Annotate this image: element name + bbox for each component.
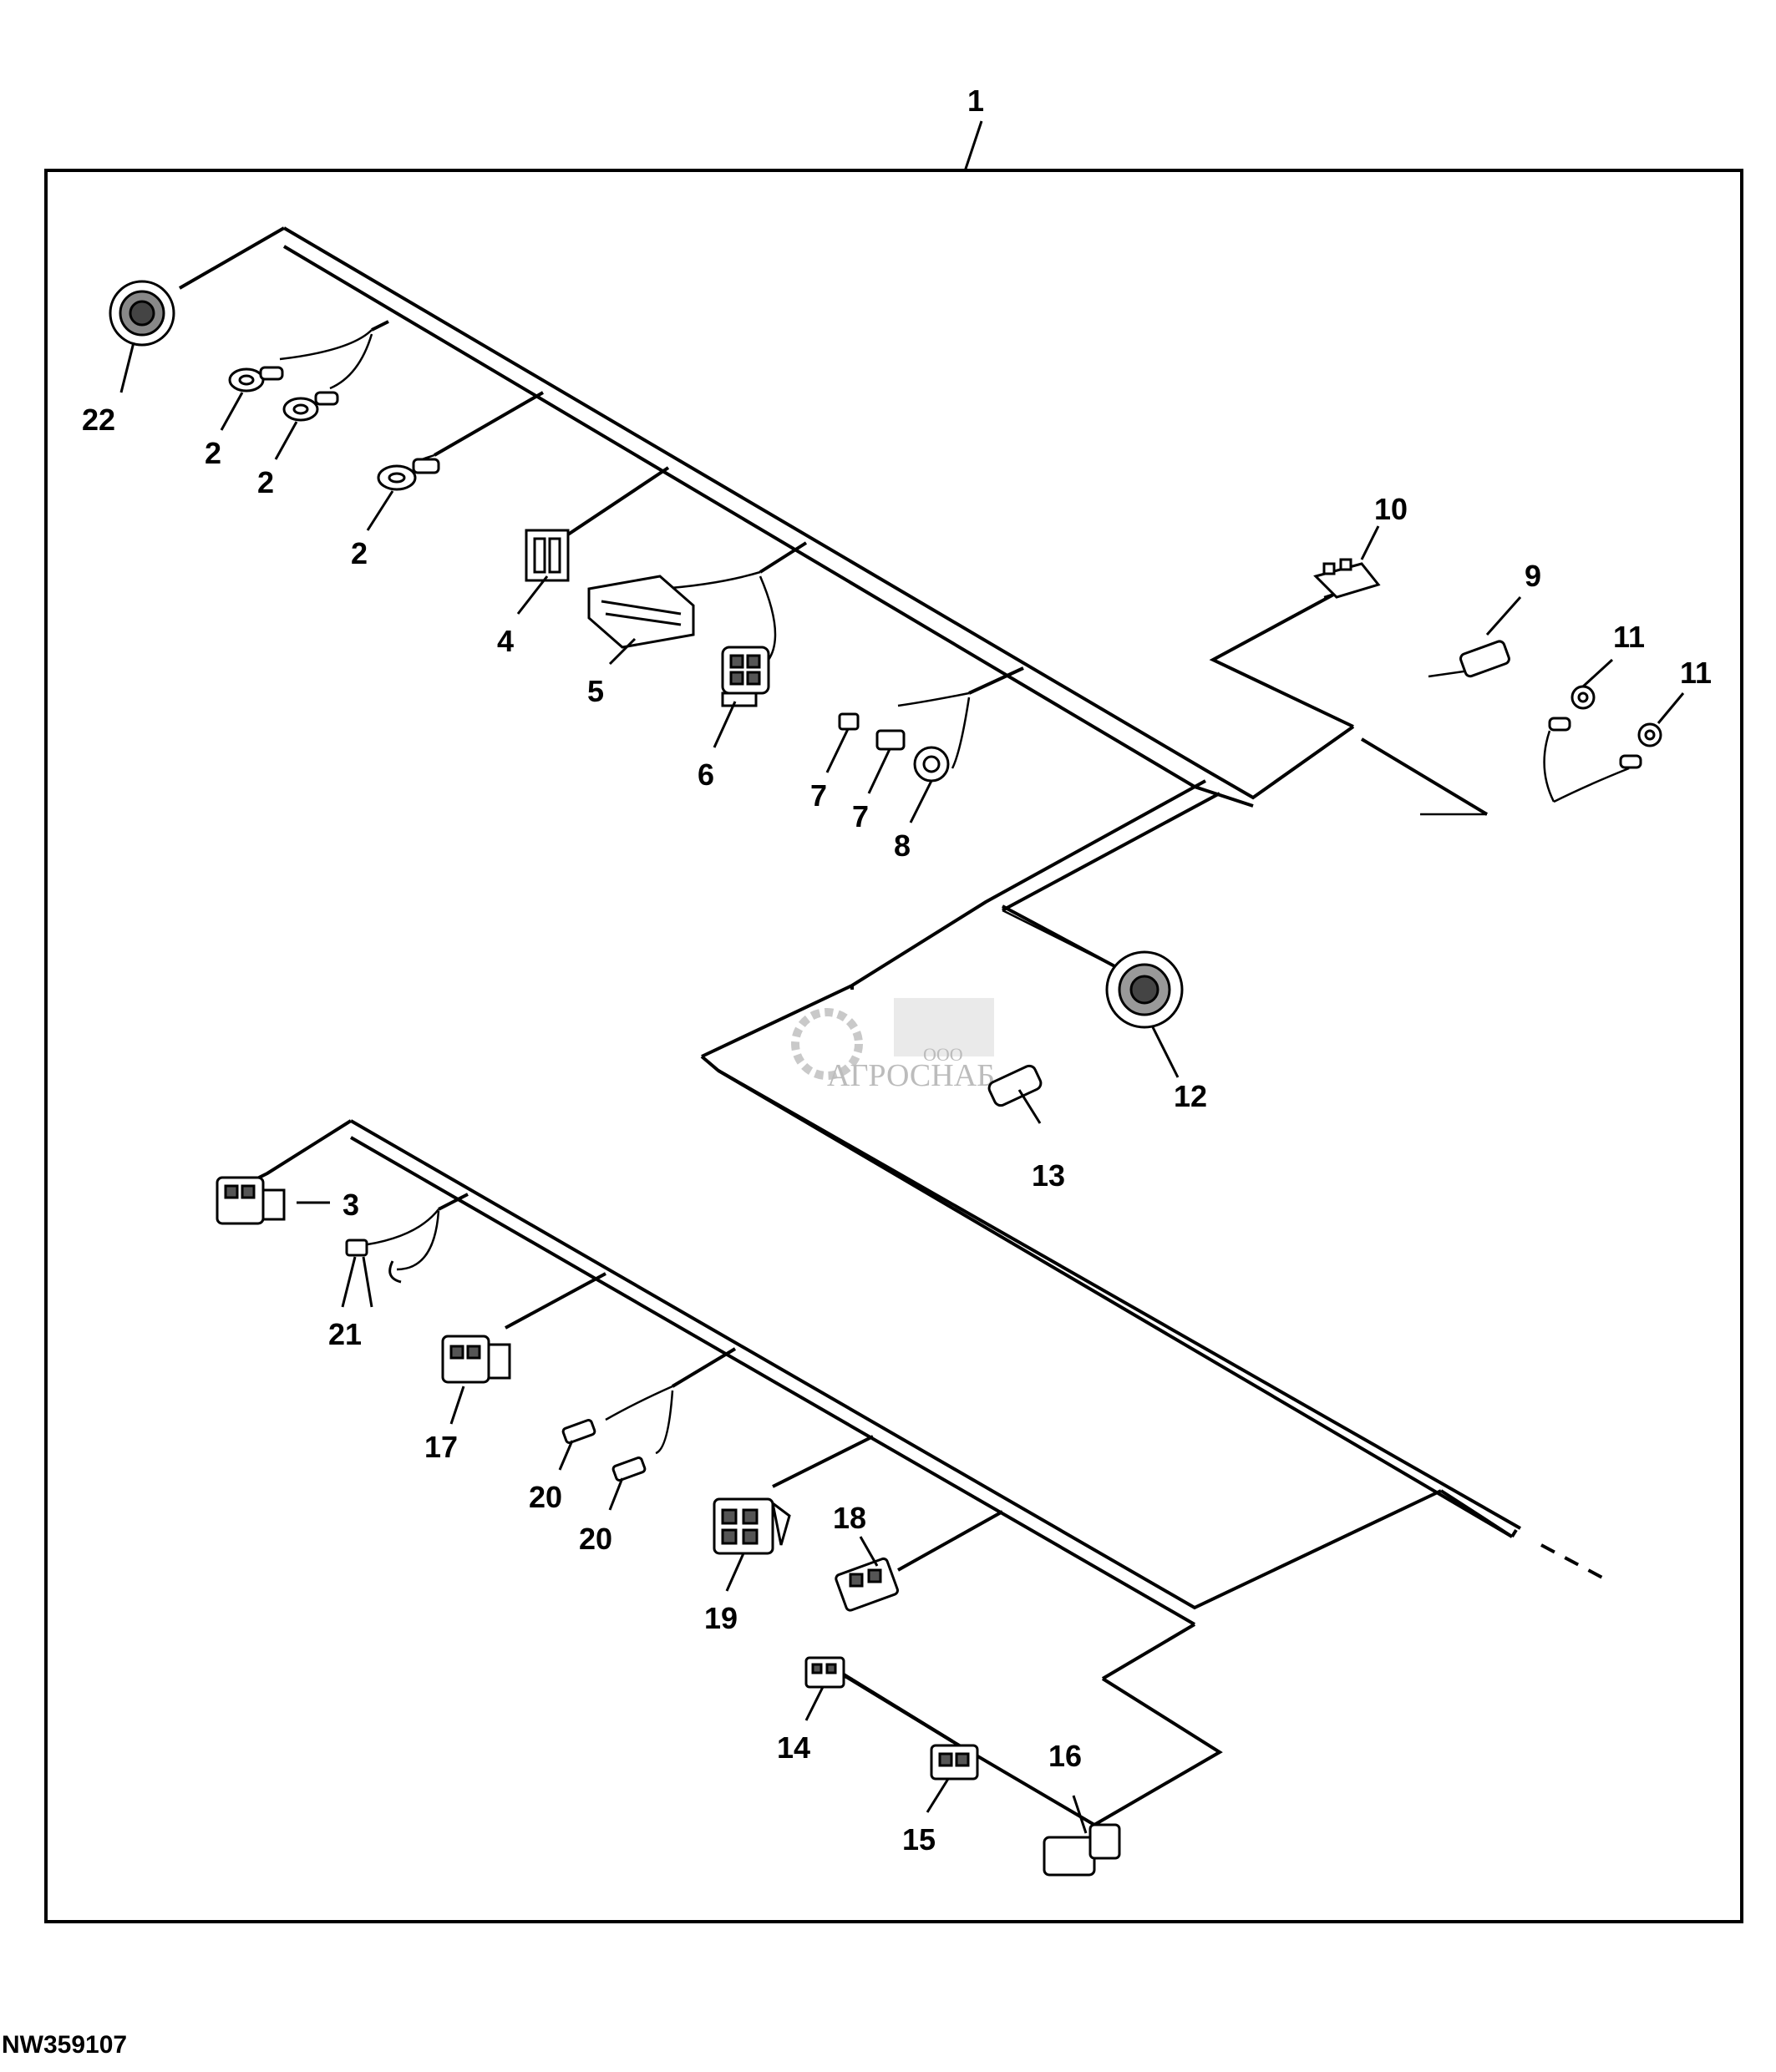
connector-12-icon: [1105, 950, 1184, 1029]
callout-20: 20: [579, 1522, 612, 1556]
terminal-20a-icon: [561, 1419, 596, 1444]
callout-21: 21: [328, 1317, 362, 1351]
terminal-7b-icon: [875, 729, 906, 751]
connector-17-icon: [441, 1335, 511, 1384]
harness-cut-end: [1510, 1528, 1605, 1580]
terminal-20b-icon: [611, 1456, 647, 1482]
callout-labels: 1 2 2 2 3 4 5 6 7 7 8 9 10 11 11 12 13 1…: [82, 84, 1712, 1857]
callout-4: 4: [497, 624, 514, 658]
connector-5-icon: [587, 575, 695, 649]
callout-11: 11: [1680, 656, 1712, 690]
watermark-company: ООО: [923, 1044, 963, 1065]
watermark-truck-icon: [894, 998, 994, 1056]
callout-2: 2: [257, 465, 274, 499]
connector-9-icon: [1459, 640, 1510, 678]
connector-10-icon: [1313, 558, 1381, 599]
callout-5: 5: [587, 674, 604, 708]
ring-terminal-2b-icon: [282, 391, 339, 422]
watermark-name: АГРОСНАБ: [827, 1058, 995, 1093]
callout-16: 16: [1048, 1739, 1082, 1773]
diagram-frame: [44, 169, 1743, 1923]
connector-16-icon: [1043, 1823, 1121, 1877]
callout-22: 22: [82, 403, 115, 437]
figure-id: NW359107: [2, 2031, 128, 2059]
connector-14-icon: [804, 1656, 845, 1689]
callout-3: 3: [343, 1188, 359, 1222]
callout-7: 7: [810, 778, 827, 813]
callout-6: 6: [698, 757, 714, 792]
ring-terminal-2a-icon: [228, 366, 284, 393]
callout-19: 19: [704, 1601, 738, 1635]
upper-branches: [179, 226, 1120, 990]
callout-20: 20: [529, 1480, 562, 1514]
callout-10: 10: [1374, 492, 1408, 526]
callout-2: 2: [205, 436, 221, 470]
connector-22-icon: [109, 280, 175, 347]
lower-thin-wires: [367, 1208, 953, 1743]
lamp-socket-8-icon: [913, 746, 950, 783]
ring-terminal-11a-icon: [1548, 685, 1596, 732]
ring-terminal-11b-icon: [1619, 722, 1662, 769]
connector-15-icon: [930, 1744, 979, 1781]
connector-3-icon: [216, 1176, 286, 1225]
callout-7: 7: [852, 799, 869, 833]
callout-18: 18: [833, 1501, 866, 1535]
callout-14: 14: [777, 1730, 810, 1765]
watermark: ООО АГРОСНАБ: [791, 998, 995, 1093]
connector-4-icon: [525, 529, 570, 582]
connector-13-icon: [987, 1064, 1043, 1107]
callout-2: 2: [351, 536, 368, 570]
callout-1: 1: [967, 84, 984, 118]
callout-13: 13: [1032, 1158, 1065, 1193]
ring-terminal-2c-icon: [377, 458, 440, 491]
leader-lines: [119, 120, 1685, 1834]
connector-6-icon: [721, 646, 770, 707]
connector-18-icon: [835, 1557, 899, 1612]
callout-11: 11: [1613, 620, 1645, 654]
callout-17: 17: [424, 1430, 458, 1464]
callout-9: 9: [1525, 559, 1541, 593]
upper-thin-wires: [279, 329, 1630, 970]
connector-19-icon: [713, 1497, 791, 1555]
callout-15: 15: [902, 1822, 936, 1857]
terminal-21-icon: [345, 1239, 402, 1284]
terminal-7a-icon: [838, 712, 860, 731]
callout-8: 8: [894, 828, 911, 863]
callout-12: 12: [1174, 1079, 1207, 1113]
